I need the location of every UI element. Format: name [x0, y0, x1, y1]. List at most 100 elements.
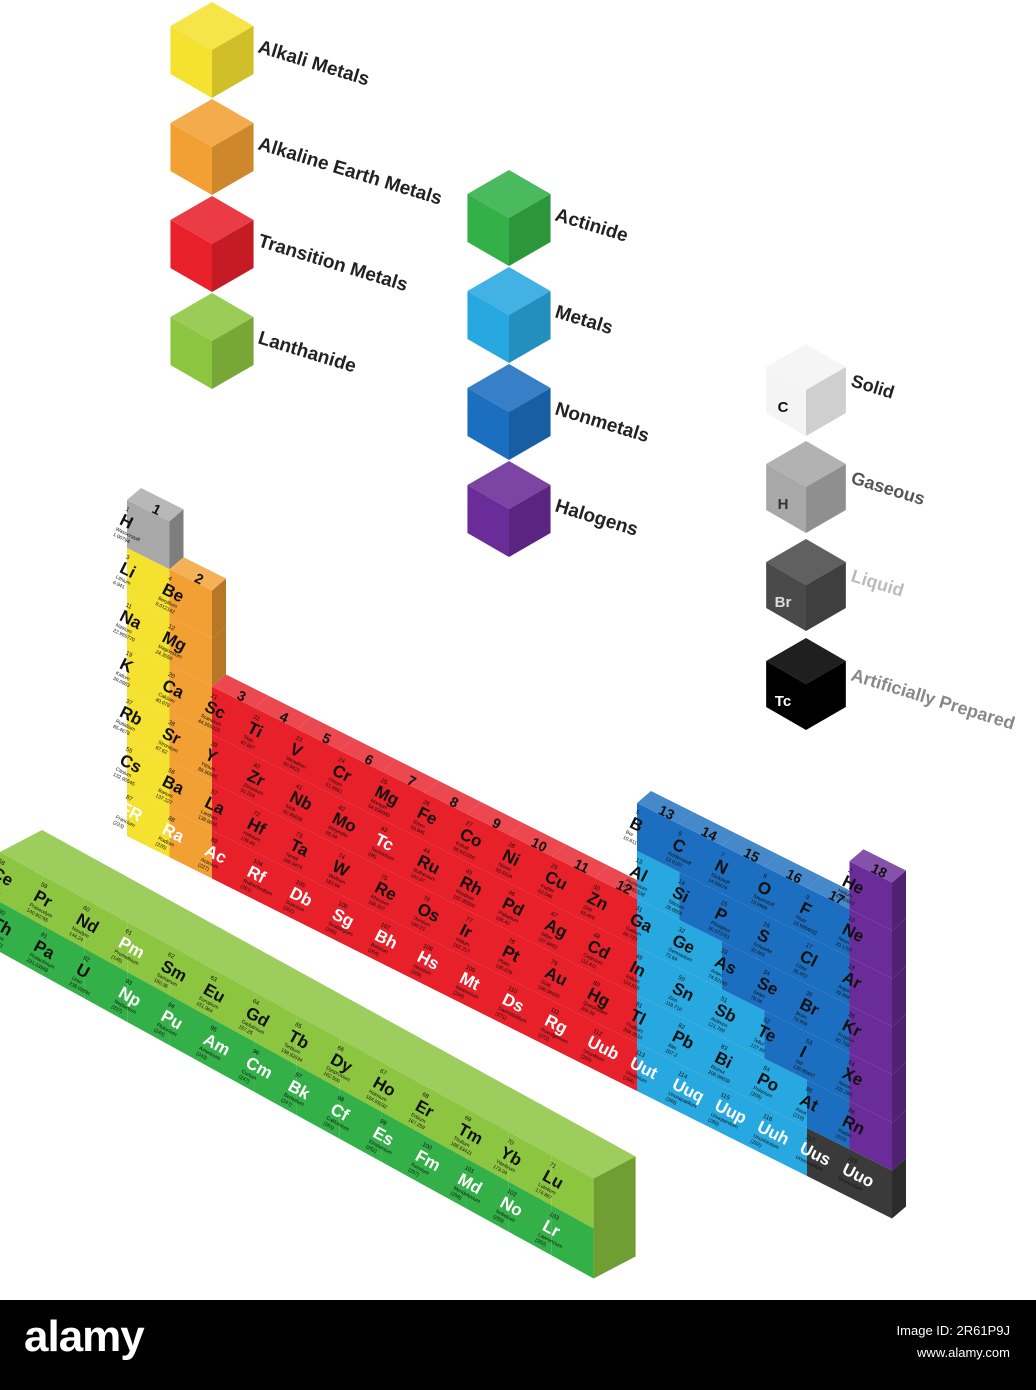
fblock-Es-number: 99: [378, 1119, 387, 1128]
element-Po-mass: (209): [749, 1090, 762, 1101]
element-Ti-face: [254, 707, 297, 777]
element-Uup-mass: (288): [707, 1117, 720, 1128]
element-He-number: 2: [847, 868, 853, 875]
element-I-name: Iod: [794, 1058, 803, 1067]
element-Uus-number: 117: [804, 1135, 816, 1145]
element-Ru-face: [424, 840, 467, 910]
element-Be-number: 4: [167, 576, 173, 583]
element-Zr-face: [254, 755, 297, 825]
group-number-13: 13: [656, 802, 677, 823]
fblock-Th-number: 90: [0, 909, 6, 918]
element-Ne-number: 10: [847, 916, 856, 925]
fblock-U-name: Uran: [71, 975, 84, 986]
state-cube-3-right: [806, 661, 846, 730]
element-Se-mass: 78.96: [749, 994, 763, 1005]
element-In-number: 49: [634, 954, 643, 963]
element-Ni-number: 28: [507, 842, 516, 851]
element-Uub-mass: (285): [579, 1053, 592, 1064]
element-Fe-face: [424, 792, 467, 862]
element-Bh-mass: (264): [367, 947, 380, 958]
fblock-Yb-number: 70: [506, 1139, 515, 1148]
element-Pt-number: 78: [507, 938, 516, 947]
element-Mo-mass: 95.94: [324, 830, 338, 841]
fblock-Bk-number: 97: [294, 1072, 303, 1081]
state-cube-2-right: [806, 562, 846, 631]
fblock-Pu-number: 94: [166, 1002, 175, 1011]
element-Uuh-mass: (292): [749, 1138, 762, 1149]
state-symbol-1: H: [778, 496, 789, 513]
fblock-No-number: 102: [506, 1189, 518, 1199]
element-Os-face: [424, 888, 467, 958]
element-Ge-mass: 72.64: [664, 952, 678, 963]
fblock-Am-number: 95: [209, 1025, 218, 1034]
fblock-Es-mass: (252): [364, 1144, 377, 1155]
element-Te-face: [764, 1010, 807, 1080]
element-Ne-face: [849, 909, 892, 979]
legend-label-0: Alkali Metals: [256, 37, 372, 91]
element-Au-name: Gold: [539, 979, 551, 989]
element-Re-face: [382, 867, 425, 937]
element-Nb-number: 41: [294, 784, 303, 793]
element-Rg-face: [552, 1000, 595, 1070]
element-Ar-face: [849, 957, 892, 1027]
element-B-number: 5: [634, 810, 640, 817]
element-Co-top: [467, 802, 524, 836]
state-symbol-0: C: [778, 399, 789, 416]
fblock-Dy-face: [339, 1038, 382, 1112]
element-Mt-number: 109: [464, 965, 476, 975]
element-Ar-number: 18: [847, 964, 856, 973]
group-number-10: 10: [529, 834, 550, 855]
legend-cube-1-left: [170, 123, 212, 195]
element-Se-face: [764, 962, 807, 1032]
element-Si-number: 14: [677, 879, 686, 888]
element-Xe-side: [892, 1062, 906, 1123]
element-Cs-number: 55: [124, 747, 133, 756]
legend-cube-7-right: [509, 485, 551, 557]
fblock-Th-name: Thorium: [0, 929, 5, 943]
element-Ba-number: 56: [167, 768, 176, 777]
state-cube-0-top: [766, 344, 846, 390]
element-Pt-face: [509, 931, 552, 1001]
element-Xe-number: 54: [847, 1060, 856, 1069]
element-Na-face: [127, 596, 170, 666]
element-Sc-face: [212, 686, 255, 756]
fblock-Yb-face: [508, 1131, 552, 1206]
element-Mg-face: [382, 771, 425, 841]
fblock-Fm-number: 100: [421, 1142, 433, 1152]
element-FR-face: [127, 788, 170, 858]
fblock-Th-face: [0, 902, 43, 976]
element-Ac-mass: (227): [197, 862, 210, 873]
element-Sn-face: [679, 968, 722, 1038]
element-N-top: [722, 833, 779, 867]
element-Po-number: 84: [762, 1065, 771, 1074]
element-Zn-name: Zink: [582, 904, 594, 914]
element-Xe-name: Xenon: [837, 1080, 853, 1092]
fblock-Pa-number: 91: [39, 932, 48, 941]
group-number-12: 12: [614, 876, 635, 897]
element-Ag-face: [552, 904, 595, 974]
element-Cr-number: 24: [337, 757, 346, 766]
element-At-mass: (210): [792, 1112, 805, 1123]
fblock-Am-face: [212, 1018, 255, 1092]
fblock-Lr-mass: (262): [534, 1237, 547, 1248]
element-O-face: [764, 866, 807, 936]
element-Rn-number: 86: [847, 1108, 856, 1117]
element-Sr-mass: 87.62: [154, 745, 168, 756]
element-Mg-number: 12: [167, 624, 176, 633]
element-Ti-number: 22: [252, 714, 261, 723]
element-Uuh-face: [764, 1106, 807, 1176]
element-Br-number: 35: [804, 991, 813, 1000]
state-label-0: Solid: [849, 371, 897, 403]
legend-cube-6-left: [467, 388, 509, 460]
element-Co-number: 27: [464, 821, 473, 830]
fblock-Am-mass: (243): [195, 1051, 208, 1062]
element-At-face: [807, 1080, 850, 1150]
element-V-face: [297, 729, 340, 799]
fblock-Nd-number: 60: [82, 905, 91, 914]
element-Au-number: 79: [549, 959, 558, 968]
element-Te-number: 52: [762, 1017, 771, 1026]
element-FR-number: 87: [124, 795, 133, 804]
element-Sg-number: 106: [337, 901, 349, 911]
element-F-face: [807, 888, 850, 958]
element-Rf-face: [254, 851, 297, 921]
